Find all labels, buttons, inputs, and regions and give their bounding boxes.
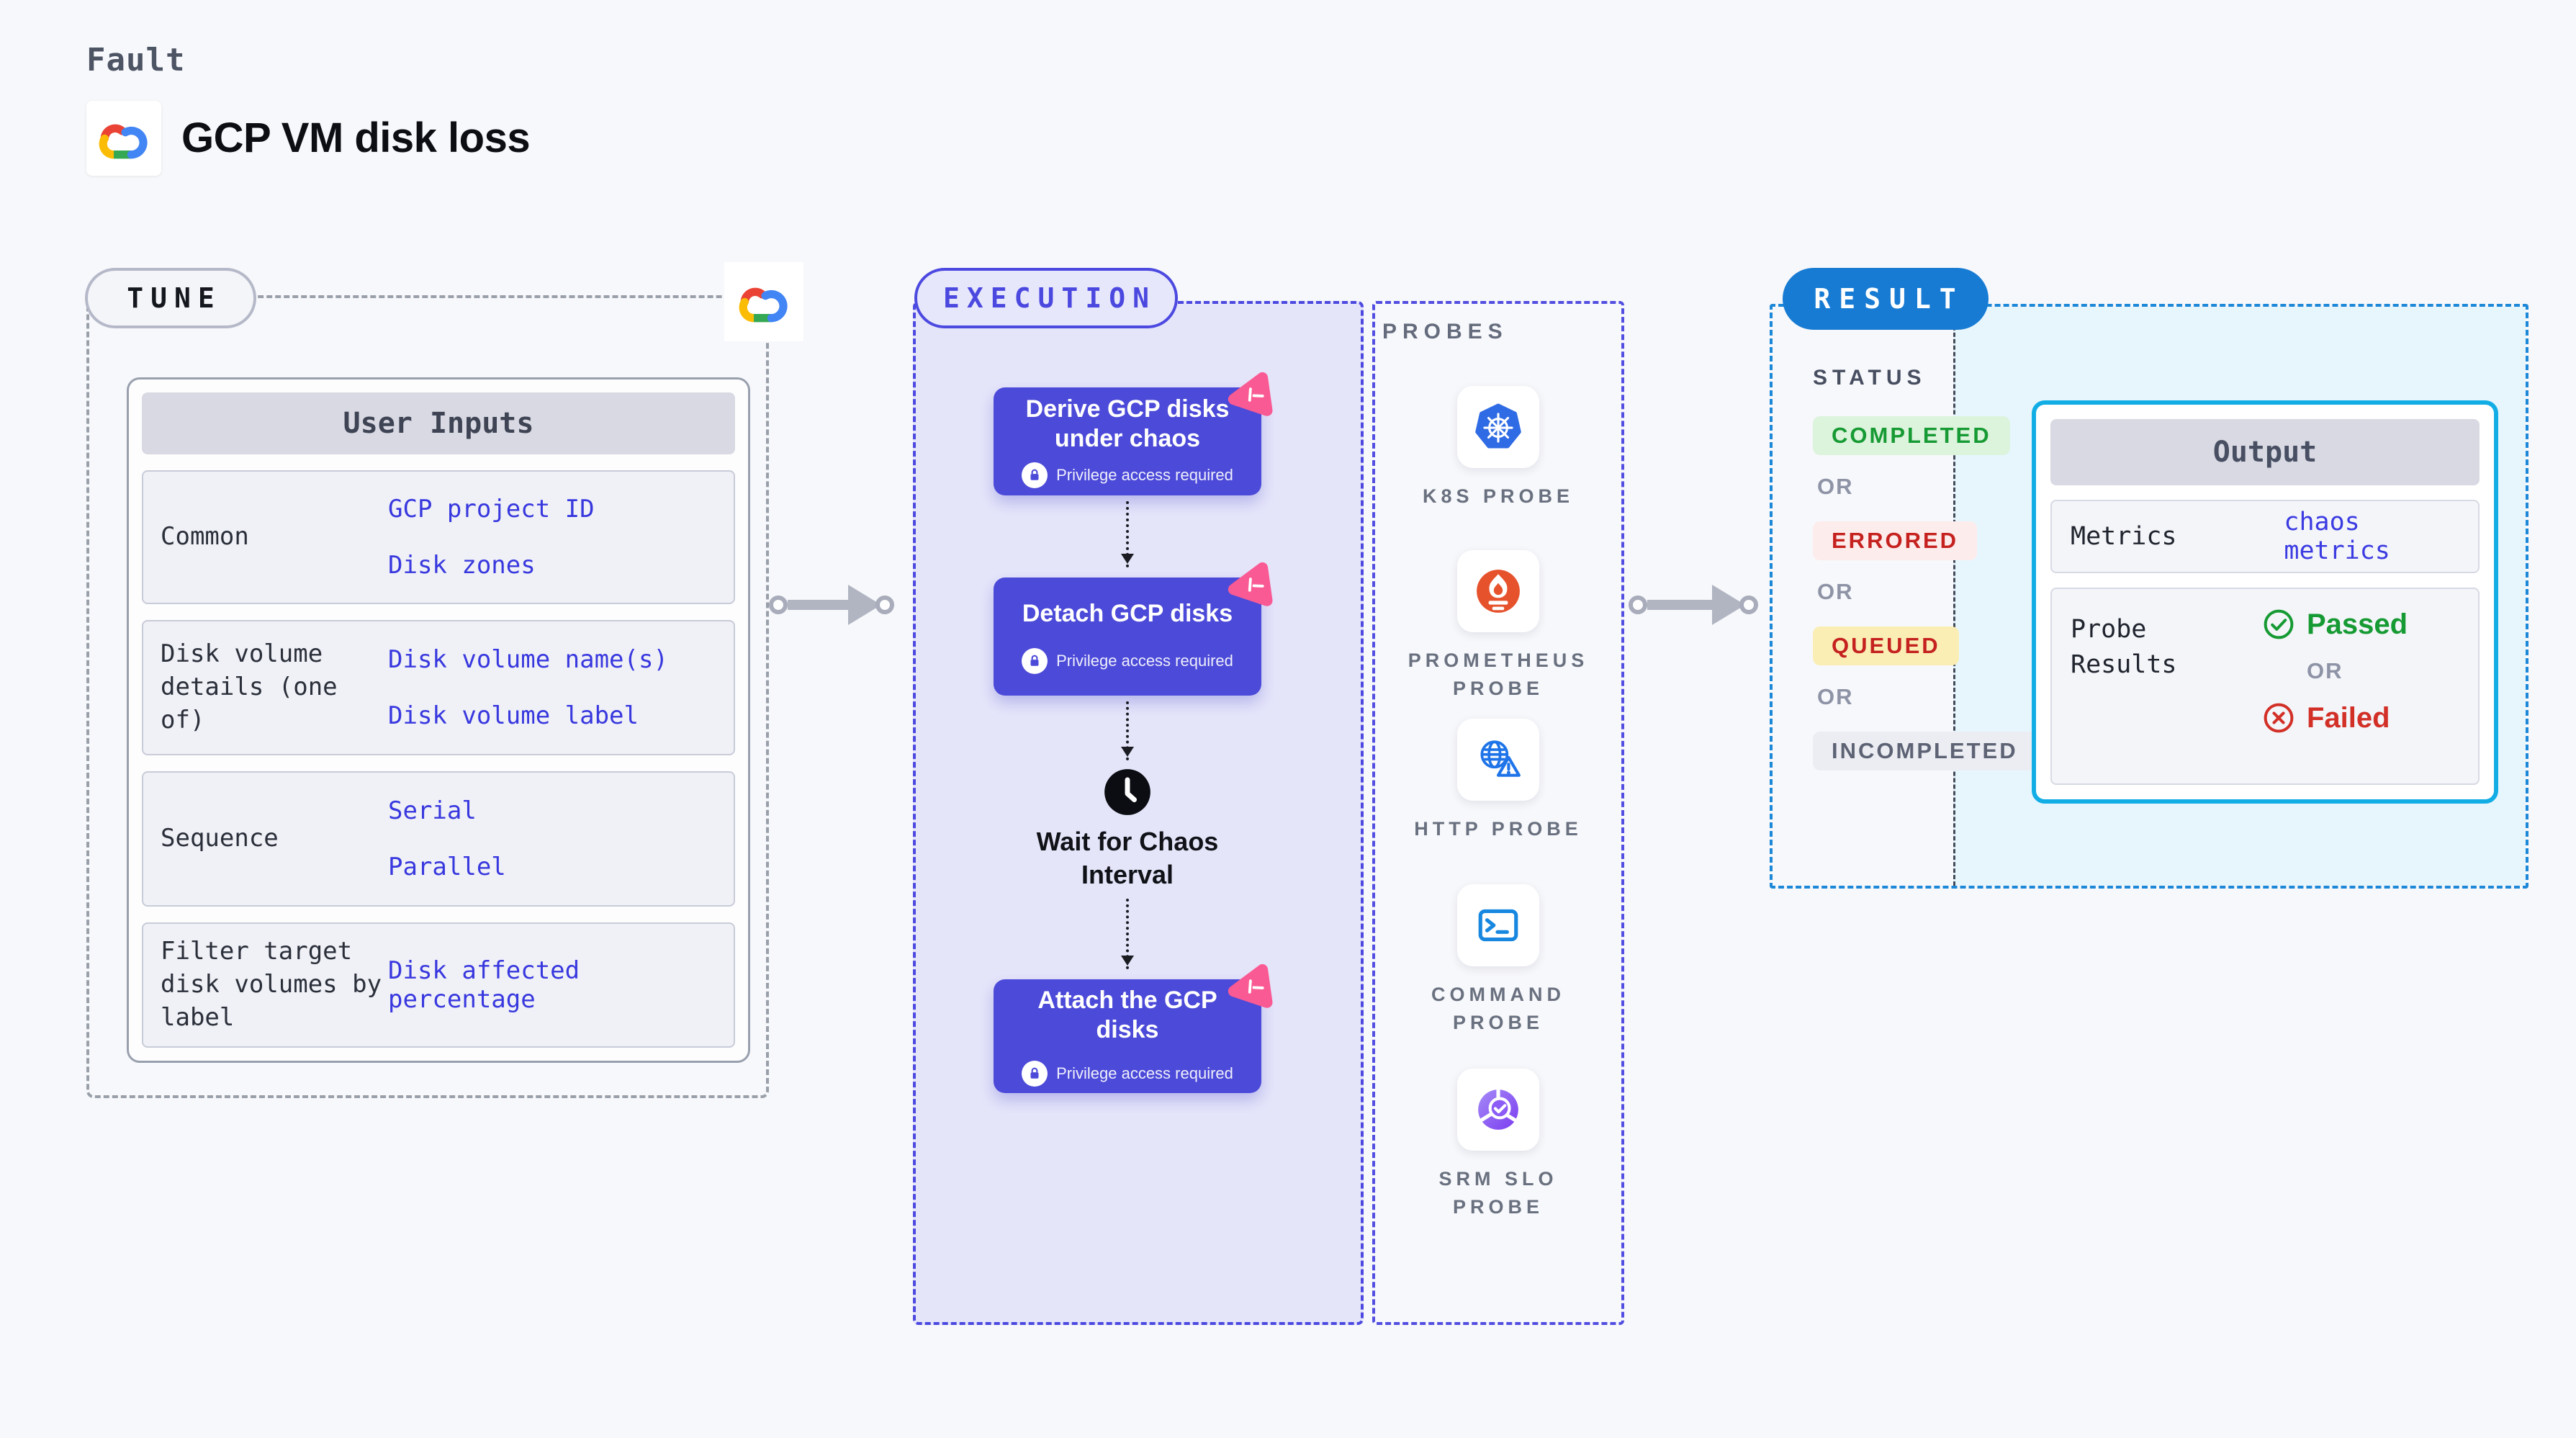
connector-dot (1739, 596, 1758, 614)
input-link[interactable]: Serial (388, 796, 477, 825)
input-link[interactable]: Disk volume name(s) (388, 645, 668, 674)
or-separator: OR (1817, 474, 1854, 499)
input-link[interactable]: GCP project ID (388, 495, 595, 523)
arrow-shaft (1647, 600, 1712, 610)
probe-item-http: HTTP PROBE (1372, 719, 1624, 843)
probe-results-row: Probe Results Passed OR Failed (2050, 588, 2480, 785)
dotted-connector (1121, 501, 1134, 567)
privilege-label: Privilege access required (1056, 651, 1233, 670)
privilege-label: Privilege access required (1056, 466, 1233, 485)
http-globe-icon (1457, 719, 1539, 801)
check-circle-icon (2264, 609, 2294, 639)
gcp-cloud-icon (739, 287, 788, 323)
chaos-metrics-link[interactable]: chaos metrics (2284, 508, 2390, 565)
lock-icon (1022, 647, 1048, 674)
metrics-row: Metrics chaos metrics (2050, 500, 2480, 573)
input-row-label: Common (161, 522, 249, 552)
output-card: Output Metrics chaos metrics Probe Resul… (2032, 400, 2498, 804)
probe-results-label: Probe Results (2071, 615, 2177, 679)
probe-name: SRM SLO PROBE (1438, 1168, 1558, 1218)
dotted-connector (1121, 899, 1134, 969)
step-title: Derive GCP disks under chaos (1025, 395, 1230, 452)
input-row-label: Filter target disk volumes by label (161, 937, 382, 1032)
probes-section-box (1372, 301, 1624, 1325)
input-link[interactable]: Disk zones (388, 551, 536, 580)
arrow-execution-to-result (1629, 585, 1758, 625)
chaos-experiment-badge-icon (1228, 562, 1273, 606)
step-title: Detach GCP disks (1022, 600, 1233, 628)
outcome-failed: Failed (2262, 701, 2408, 734)
metrics-label: Metrics (2071, 522, 2177, 551)
failed-label: Failed (2307, 701, 2390, 734)
kubernetes-icon (1457, 386, 1539, 468)
probe-name: PROMETHEUS PROBE (1408, 650, 1589, 700)
gcp-cloud-icon (99, 124, 148, 159)
output-title: Output (2050, 419, 2480, 485)
arrow-shaft (788, 600, 848, 610)
privilege-label: Privilege access required (1056, 1064, 1233, 1083)
input-row-disk-volume-details: Disk volume details (one of) Disk volume… (142, 620, 735, 755)
chaos-experiment-badge-icon (1228, 372, 1273, 416)
probe-name: HTTP PROBE (1414, 818, 1582, 840)
input-row-label: Disk volume details (one of) (161, 639, 338, 734)
arrow-tune-to-execution (769, 585, 894, 625)
input-row-label: Sequence (161, 824, 279, 853)
step-detach-gcp-disks[interactable]: Detach GCP disks Privilege access requir… (994, 562, 1273, 696)
connector-dot (1629, 596, 1647, 614)
status-badge-queued: QUEUED (1813, 626, 1959, 665)
x-circle-icon (2264, 703, 2294, 733)
lock-icon (1022, 1061, 1048, 1087)
tune-pill: TUNE (85, 268, 256, 328)
connector-dot (875, 596, 894, 614)
or-separator: OR (1817, 684, 1854, 709)
probes-label: PROBES (1382, 320, 1508, 343)
execution-pill: EXECUTION (914, 268, 1178, 328)
command-terminal-icon (1457, 884, 1539, 966)
fault-kicker: Fault (86, 42, 186, 78)
status-badge-completed: COMPLETED (1813, 416, 2010, 455)
srm-slo-icon (1457, 1069, 1539, 1151)
probe-item-command: COMMAND PROBE (1372, 884, 1624, 1037)
passed-label: Passed (2307, 608, 2408, 640)
prometheus-icon (1457, 550, 1539, 632)
input-row-filter-by-label: Filter target disk volumes by label Disk… (142, 922, 735, 1048)
input-row-common: Common GCP project ID Disk zones (142, 470, 735, 604)
connector-dot (769, 596, 788, 614)
status-badge-errored: ERRORED (1813, 521, 1978, 560)
outcome-passed: Passed (2262, 608, 2408, 641)
or-separator: OR (1817, 579, 1854, 604)
user-inputs-card: User Inputs Common GCP project ID Disk z… (127, 377, 750, 1063)
gcp-logo-tile (86, 101, 161, 176)
clock-icon (1103, 768, 1152, 817)
wait-step-title: Wait for Chaos Interval (1036, 827, 1219, 890)
probe-name: K8S PROBE (1422, 485, 1575, 507)
input-link[interactable]: Disk volume label (388, 701, 639, 730)
status-label: STATUS (1813, 366, 1927, 390)
tune-section-box (86, 295, 769, 1098)
probe-item-prometheus: PROMETHEUS PROBE (1372, 550, 1624, 703)
probe-item-k8s: K8S PROBE (1372, 386, 1624, 511)
input-link[interactable]: Disk affected percentage (388, 956, 580, 1014)
user-inputs-title: User Inputs (142, 392, 735, 454)
input-row-sequence: Sequence Serial Parallel (142, 771, 735, 907)
step-title: Attach the GCP disks (1037, 986, 1217, 1043)
input-link[interactable]: Parallel (388, 853, 506, 881)
step-attach-gcp-disks[interactable]: Attach the GCP disks Privilege access re… (994, 963, 1273, 1093)
probe-name: COMMAND PROBE (1431, 984, 1565, 1034)
lock-icon (1022, 462, 1048, 489)
dotted-connector (1121, 701, 1134, 760)
gcp-corner-tile (724, 262, 803, 341)
page-title: GCP VM disk loss (181, 114, 531, 161)
step-derive-gcp-disks[interactable]: Derive GCP disks under chaos Privilege a… (994, 372, 1273, 495)
chaos-experiment-badge-icon (1228, 963, 1273, 1008)
result-pill: RESULT (1783, 268, 1989, 330)
status-badge-incompleted: INCOMPLETED (1813, 732, 2037, 770)
probe-item-srm-slo: SRM SLO PROBE (1372, 1069, 1624, 1221)
or-separator: OR (2307, 658, 2343, 683)
